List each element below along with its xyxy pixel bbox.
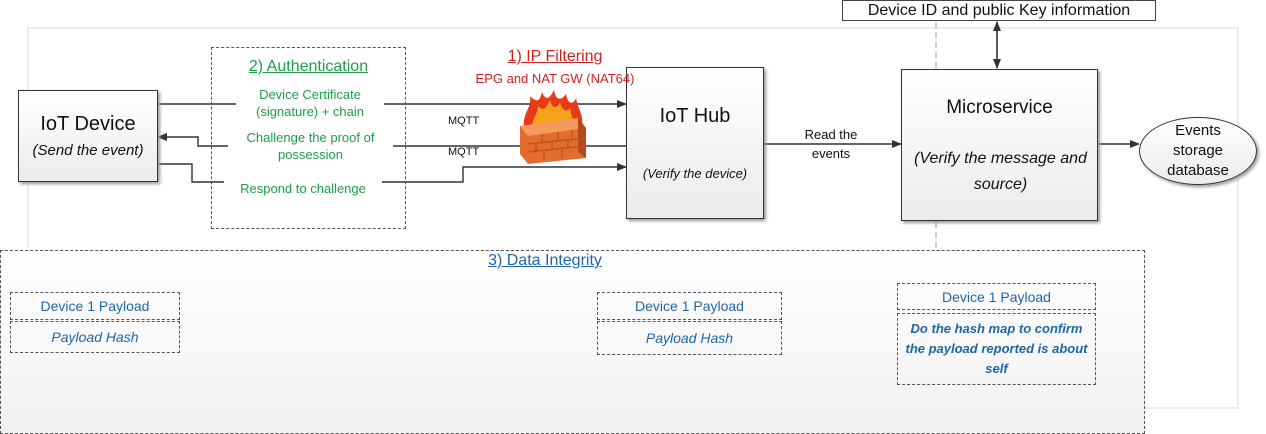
payload-left: Device 1 Payload	[10, 292, 180, 320]
auth-step-respond: Respond to challenge	[224, 179, 382, 197]
iot-device-box: IoT Device (Send the event)	[18, 90, 158, 182]
microservice-subtitle: (Verify the message and source)	[914, 150, 1087, 193]
read-events-label: Read the events	[804, 127, 858, 161]
payload-hash-left: Payload Hash	[10, 321, 180, 353]
authentication-title: 2) Authentication	[248, 58, 369, 75]
auth-step-certificate: Device Certificate (signature) + chain	[236, 84, 384, 122]
payload-hash-middle: Payload Hash	[597, 321, 782, 355]
mqtt-label-bottom: MQTT	[448, 146, 480, 158]
events-storage-ellipse: Events storage database	[1139, 117, 1257, 185]
iot-hub-title: IoT Hub	[659, 104, 731, 127]
device-key-info-box: Device ID and public Key information	[842, 0, 1156, 21]
iot-device-title: IoT Device	[40, 113, 136, 135]
ip-filtering-title: 1) IP Filtering	[507, 48, 603, 65]
payload-right: Device 1 Payload	[897, 283, 1096, 310]
iot-hub-box: IoT Hub (Verify the device)	[626, 67, 764, 219]
ip-filtering-subtitle: EPG and NAT GW (NAT64)	[475, 70, 635, 86]
microservice-title: Microservice	[946, 97, 1053, 118]
hash-map-note: Do the hash map to confirm the payload r…	[897, 313, 1096, 385]
authentication-zone	[211, 47, 406, 229]
events-storage-label: Events storage database	[1167, 122, 1229, 179]
iot-hub-subtitle: (Verify the device)	[642, 165, 748, 181]
device-key-info-label: Device ID and public Key information	[867, 1, 1131, 19]
auth-step-challenge: Challenge the proof of possession	[228, 127, 393, 165]
payload-middle: Device 1 Payload	[597, 292, 782, 320]
microservice-box: Microservice (Verify the message and sou…	[901, 69, 1098, 221]
challenge-arrow	[157, 133, 626, 147]
firewall-icon	[520, 90, 587, 164]
mqtt-label-top: MQTT	[448, 115, 480, 127]
data-integrity-zone	[0, 250, 1145, 434]
data-integrity-title: 3) Data Integrity	[488, 252, 602, 269]
iot-device-subtitle: (Send the event)	[32, 142, 144, 159]
